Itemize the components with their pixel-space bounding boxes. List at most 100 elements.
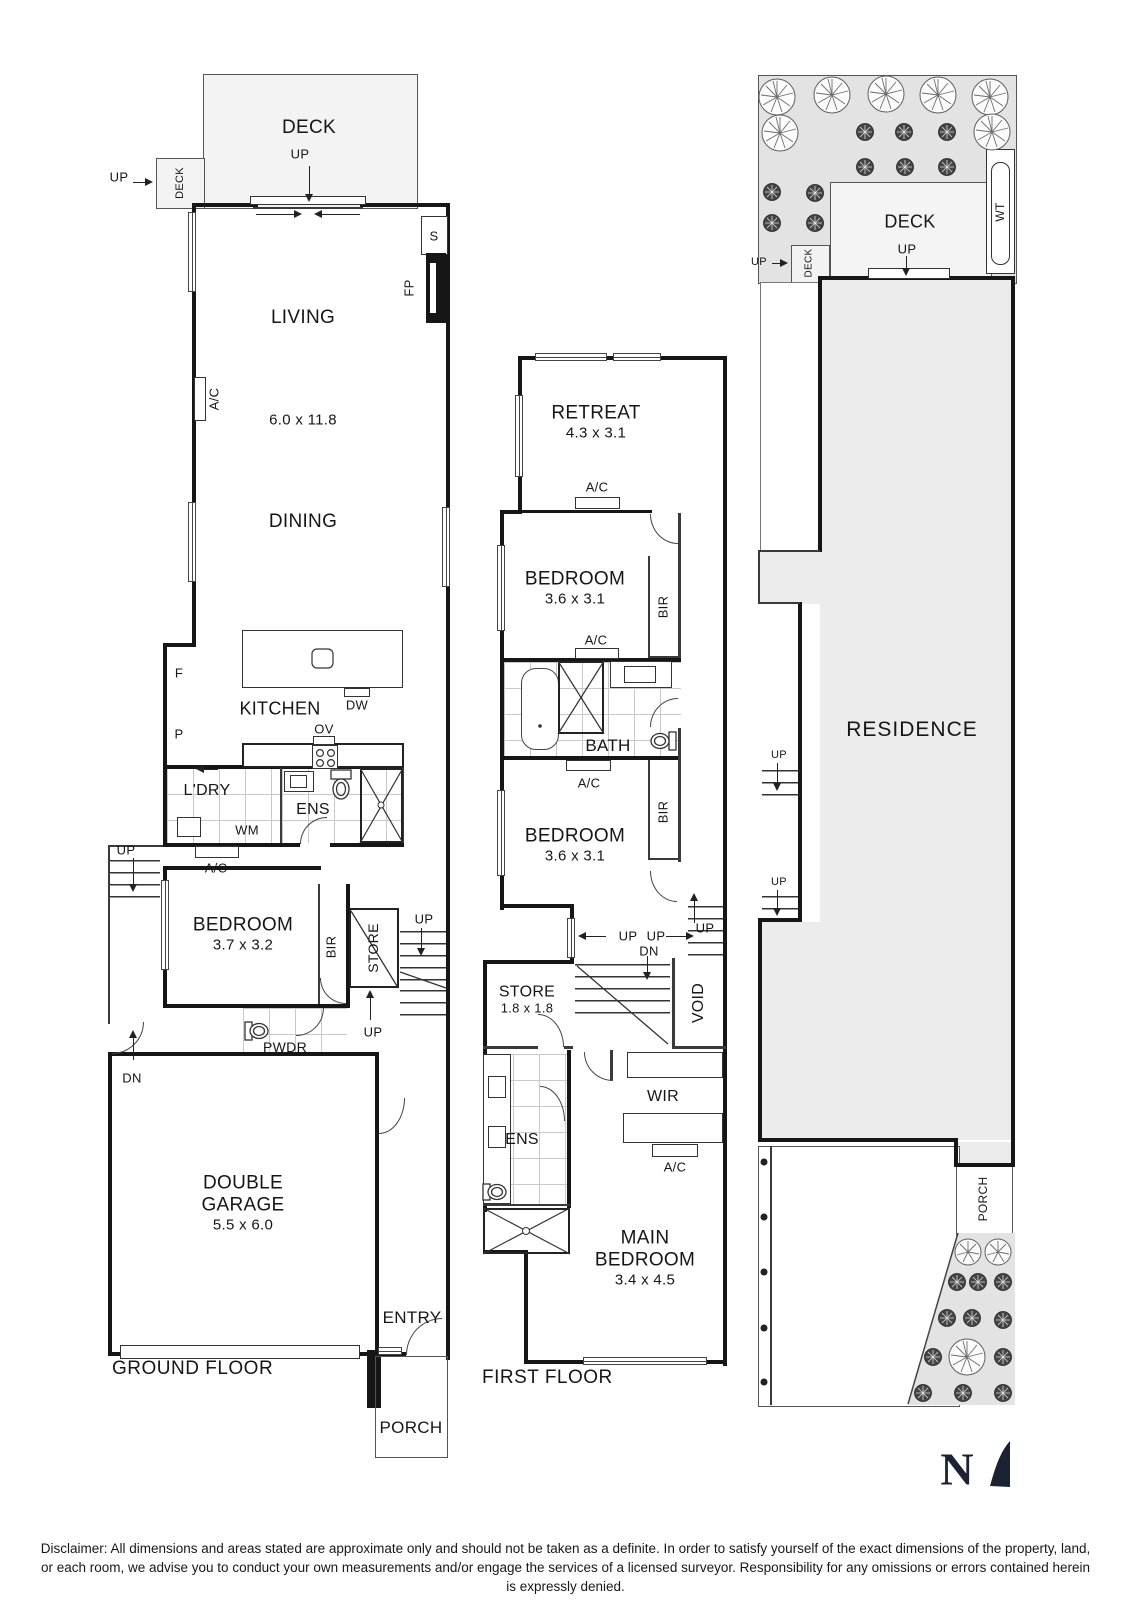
- toilet-icons: [244, 731, 677, 1201]
- wall: [648, 656, 681, 658]
- north-label: N: [940, 1443, 974, 1495]
- store-room-outline: [349, 908, 399, 988]
- room-dims: 3.6 x 3.1: [544, 590, 606, 608]
- washing-machine: [177, 817, 201, 837]
- vanity-basin: [624, 666, 656, 683]
- wall: [192, 203, 196, 647]
- dishwasher: [344, 688, 370, 697]
- room-label-living: LIVING: [270, 307, 336, 328]
- room-name: MAIN BEDROOM: [594, 1227, 696, 1271]
- wall: [648, 760, 650, 860]
- shelf-label: S: [429, 228, 439, 244]
- room-label-site-deck: DECK: [884, 211, 936, 232]
- ac-label: A/C: [663, 1159, 687, 1175]
- stairs: [400, 990, 446, 1022]
- room-dims: 3.4 x 4.5: [614, 1271, 676, 1289]
- up-arrow: [365, 990, 375, 1020]
- sliding-door-arrow: [256, 209, 302, 219]
- wall: [954, 1138, 958, 1167]
- ac-label: A/C: [206, 387, 222, 411]
- shelf-box: [421, 216, 448, 255]
- up-arrow: [772, 258, 788, 268]
- up-label: UP: [771, 749, 787, 761]
- ac-unit: [575, 497, 620, 509]
- floor-title-ground: GROUND FLOOR: [112, 1358, 274, 1379]
- ac-unit: [566, 760, 611, 771]
- room-name: RETREAT: [551, 402, 641, 424]
- fence-posts: [760, 1158, 768, 1386]
- vanity-basin: [488, 1076, 506, 1098]
- wall: [360, 203, 450, 207]
- room-label-void: VOID: [690, 982, 707, 1024]
- stairs: [400, 931, 446, 987]
- room-label-porch-g: PORCH: [379, 1418, 443, 1437]
- north-arrow-icon: [990, 1441, 1010, 1487]
- up-arrow: [304, 166, 314, 202]
- oven-label: OV: [314, 721, 334, 737]
- sliding-door-arrow: [314, 209, 360, 219]
- entry-arrow: [196, 764, 218, 774]
- up-arrow: [772, 763, 782, 791]
- fridge-label: F: [174, 665, 184, 681]
- wardrobe-robe: [623, 1113, 723, 1143]
- room-label-store1: STORE 1.8 x 1.8: [467, 983, 587, 1016]
- wall: [723, 356, 727, 1366]
- shower-x-lines: [359, 660, 605, 1255]
- window: [442, 507, 450, 587]
- dn-arrow: [128, 1030, 138, 1060]
- fireplace-label: FP: [401, 279, 417, 297]
- window: [497, 545, 505, 631]
- stairs: [575, 964, 670, 1024]
- wall: [758, 1138, 958, 1142]
- wall: [108, 1052, 379, 1056]
- wall: [500, 756, 681, 760]
- room-dims: 3.6 x 3.1: [544, 847, 606, 865]
- wall: [672, 958, 675, 1048]
- room-dims-living: 6.0 x 11.8: [269, 411, 337, 429]
- wall: [500, 510, 652, 513]
- room-label-laundry: L'DRY: [183, 782, 231, 799]
- stairs: [110, 860, 160, 900]
- window: [188, 502, 196, 582]
- vanity-basin: [290, 775, 307, 788]
- room-dims: 4.3 x 3.1: [565, 424, 627, 442]
- ac-unit: [652, 1144, 698, 1157]
- ground-side-deck-area: [156, 158, 205, 209]
- wall: [524, 1250, 528, 1364]
- vanity-basin: [488, 1126, 506, 1148]
- window: [378, 1347, 402, 1355]
- site-corridor-upper: [760, 282, 820, 552]
- up-label: UP: [771, 876, 787, 888]
- window: [567, 918, 575, 958]
- water-tank: [991, 162, 1010, 265]
- dn-arrow: [642, 956, 652, 980]
- up-arrow: [128, 858, 138, 892]
- wall: [758, 550, 820, 552]
- room-label-store-g: STORE: [365, 923, 381, 973]
- up-label: UP: [414, 911, 434, 927]
- room-name: BEDROOM: [192, 914, 294, 936]
- wall: [798, 602, 802, 922]
- window: [497, 790, 505, 876]
- room-label-ensuite: ENS: [296, 801, 330, 818]
- wall: [108, 845, 110, 1024]
- ac-unit: [575, 648, 619, 659]
- up-arrow: [416, 928, 426, 956]
- wall: [318, 884, 320, 1004]
- wall: [648, 556, 650, 658]
- wall: [500, 510, 504, 910]
- room-label-site-porch: PORCH: [976, 1176, 990, 1222]
- bir-label: BIR: [655, 800, 671, 824]
- window: [613, 353, 661, 361]
- room-name: BEDROOM: [524, 568, 626, 590]
- cooktop-burners: [316, 748, 336, 767]
- room-label-main-bedroom: MAIN BEDROOM 3.4 x 4.5: [585, 1228, 705, 1289]
- wall: [163, 643, 196, 647]
- ac-label: A/C: [584, 632, 608, 648]
- up-label: UP: [290, 146, 310, 162]
- room-label-powder: PWDR: [263, 1039, 307, 1055]
- dn-label: DN: [122, 1070, 142, 1086]
- shower: [360, 768, 403, 843]
- pantry-label: P: [174, 726, 184, 742]
- wall: [280, 768, 282, 843]
